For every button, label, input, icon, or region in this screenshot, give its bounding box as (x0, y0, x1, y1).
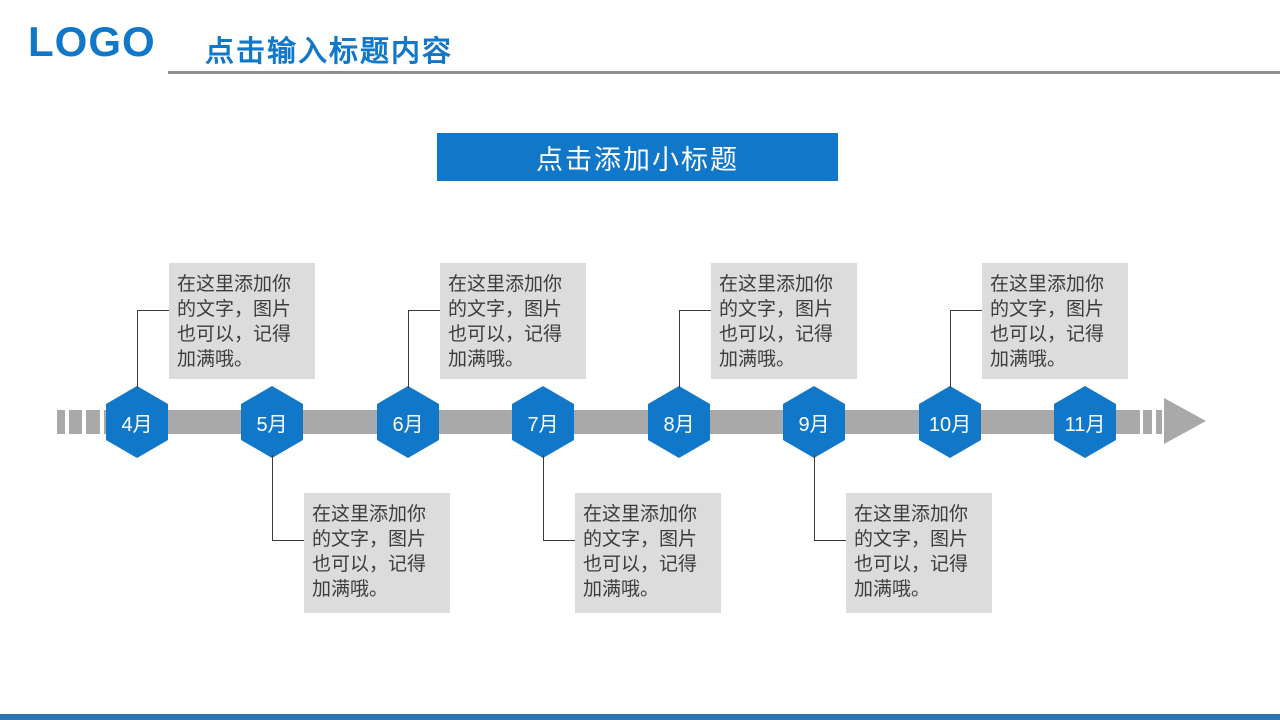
timeline-dash-left (86, 410, 100, 434)
connector-line (814, 455, 848, 541)
note-box[interactable]: 在这里添加你的文字，图片也可以，记得加满哦。 (982, 263, 1128, 379)
month-label: 7月 (527, 413, 559, 436)
connector-line (950, 310, 984, 388)
header-divider (168, 71, 1280, 74)
timeline-node-9month[interactable]: 9月 (783, 386, 845, 458)
note-box[interactable]: 在这里添加你的文字，图片也可以，记得加满哦。 (440, 263, 586, 379)
month-label: 9月 (798, 413, 830, 436)
timeline-dash-right (1156, 410, 1162, 434)
connector-line (679, 310, 713, 388)
timeline-dash-left (57, 410, 65, 434)
note-box[interactable]: 在这里添加你的文字，图片也可以，记得加满哦。 (575, 493, 721, 613)
timeline-node-10month[interactable]: 10月 (919, 386, 981, 458)
connector-line (543, 455, 577, 541)
timeline-node-5month[interactable]: 5月 (241, 386, 303, 458)
subtitle-banner[interactable]: 点击添加小标题 (437, 133, 838, 181)
note-box[interactable]: 在这里添加你的文字，图片也可以，记得加满哦。 (169, 263, 315, 379)
timeline-node-4month[interactable]: 4月 (106, 386, 168, 458)
page-title[interactable]: 点击输入标题内容 (205, 36, 454, 68)
timeline-node-6month[interactable]: 6月 (377, 386, 439, 458)
month-label: 4月 (121, 413, 153, 436)
note-box[interactable]: 在这里添加你的文字，图片也可以，记得加满哦。 (711, 263, 857, 379)
subtitle-banner-label: 点击添加小标题 (536, 144, 739, 175)
connector-line (408, 310, 442, 388)
note-box[interactable]: 在这里添加你的文字，图片也可以，记得加满哦。 (304, 493, 450, 613)
month-label: 5月 (256, 413, 288, 436)
timeline-dash-left (69, 410, 82, 434)
connector-line (137, 310, 171, 388)
logo: LOGO (28, 18, 156, 65)
timeline-dash-right (1143, 410, 1152, 434)
note-box[interactable]: 在这里添加你的文字，图片也可以，记得加满哦。 (846, 493, 992, 613)
timeline-node-8month[interactable]: 8月 (648, 386, 710, 458)
slide-header: LOGO 点击输入标题内容 (0, 0, 1280, 80)
bottom-accent-bar (0, 714, 1280, 720)
month-label: 11月 (1064, 413, 1106, 436)
month-label: 8月 (663, 413, 695, 436)
timeline-node-11month[interactable]: 11月 (1054, 386, 1116, 458)
month-label: 10月 (928, 413, 972, 436)
month-label: 6月 (392, 413, 424, 436)
timeline-arrow-icon (1164, 398, 1206, 444)
timeline-node-7month[interactable]: 7月 (512, 386, 574, 458)
connector-line (272, 455, 306, 541)
